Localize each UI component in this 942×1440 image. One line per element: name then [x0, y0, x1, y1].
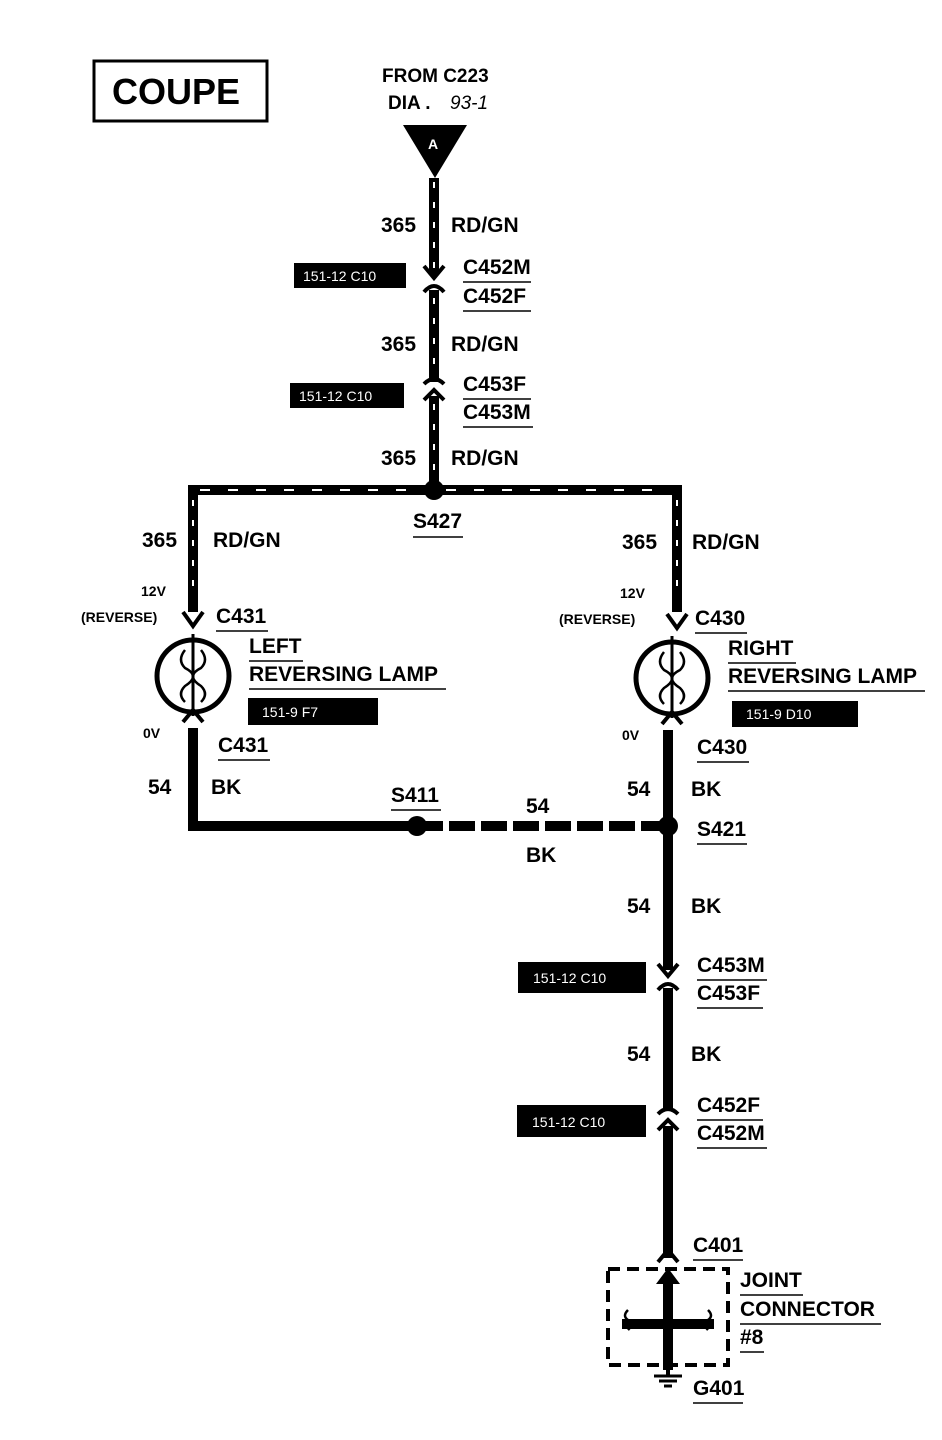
wire-color-rdgn-b: RD/GN [451, 333, 519, 356]
location-tag-c453-top-text: 151-12 C10 [299, 388, 372, 404]
location-tag-c452-bottom [517, 1105, 646, 1137]
location-tag-right-lamp [732, 701, 858, 727]
ground-label-g401: G401 [693, 1377, 745, 1400]
connector-label-c452f-top: C452F [463, 285, 526, 308]
location-tag-c453-bottom-text: 151-12 C10 [533, 970, 606, 986]
wire-color-rdgn-left: RD/GN [213, 529, 281, 552]
connector-label-c452m-top: C452M [463, 256, 531, 279]
location-tag-c453-top [290, 383, 404, 408]
joint-connector-8 [606, 1267, 730, 1370]
connector-c453-top [422, 377, 446, 402]
connector-c452-bottom [656, 1107, 680, 1132]
wire-number-365-a: 365 [381, 214, 416, 237]
splice-label-s411: S411 [391, 784, 439, 807]
title-box [92, 59, 269, 123]
connector-c452-top [422, 264, 446, 294]
offpage-connector-letter: A [428, 136, 438, 152]
offpage-connector-triangle [403, 125, 467, 178]
connector-label-c453m-bottom: C453M [697, 954, 765, 977]
voltage-reverse-left: (REVERSE) [81, 609, 157, 625]
wire-number-365-right: 365 [622, 531, 657, 554]
voltage-12v-left: 12V [141, 583, 167, 599]
source-line2-ref: 93-1 [450, 93, 488, 114]
source-line1: FROM C223 [382, 66, 489, 87]
connector-label-c453m-top: C453M [463, 401, 531, 424]
wire-number-54-cross: 54 [526, 795, 550, 818]
wire-color-rdgn-right: RD/GN [692, 531, 760, 554]
wire-color-bk-right-a: BK [691, 778, 721, 801]
location-tag-left-lamp-text: 151-9 F7 [262, 704, 318, 720]
voltage-reverse-right: (REVERSE) [559, 611, 635, 627]
wire-number-54-right-a: 54 [627, 778, 651, 801]
source-line2-prefix: DIA . [388, 93, 431, 114]
wire-color-rdgn-a: RD/GN [451, 214, 519, 237]
location-tag-right-lamp-text: 151-9 D10 [746, 706, 812, 722]
connector-c453-bottom [656, 962, 680, 992]
voltage-12v-right: 12V [620, 585, 646, 601]
wire-color-bk-right-c: BK [691, 1043, 721, 1066]
location-tag-c453-bottom [518, 962, 646, 993]
wire-54-left [188, 728, 417, 831]
wire-color-bk-cross: BK [526, 844, 556, 867]
connector-label-c431-bottom: C431 [218, 734, 269, 757]
ground-icon [654, 1368, 682, 1388]
left-lamp-label-line2: REVERSING LAMP [249, 663, 438, 686]
connector-label-c452m-bottom: C452M [697, 1122, 765, 1145]
location-tag-c452-bottom-text: 151-12 C10 [532, 1114, 605, 1130]
wire-color-bk-left: BK [211, 776, 241, 799]
connector-c401-symbol [656, 1246, 680, 1264]
splice-s421-dot [658, 816, 678, 836]
right-lamp-label-line2: REVERSING LAMP [728, 665, 917, 688]
wire-number-365-b: 365 [381, 333, 416, 356]
connector-label-c430-bottom: C430 [697, 736, 747, 759]
joint-label-line1: JOINT [740, 1269, 802, 1292]
voltage-0v-left: 0V [143, 725, 161, 741]
connector-label-c401: C401 [693, 1234, 744, 1257]
splice-s427-dot [424, 480, 444, 500]
wire-color-bk-right-b: BK [691, 895, 721, 918]
connector-label-c452f-bottom: C452F [697, 1094, 760, 1117]
connector-label-c453f-bottom: C453F [697, 982, 760, 1005]
splice-label-s421: S421 [697, 818, 746, 841]
wire-number-54-right-c: 54 [627, 1043, 651, 1066]
right-lamp-label-line1: RIGHT [728, 637, 794, 660]
connector-label-c431-top: C431 [216, 605, 267, 628]
splice-label-s427: S427 [413, 510, 462, 533]
left-reversing-lamp [154, 610, 232, 724]
connector-label-c453f-top: C453F [463, 373, 526, 396]
wire-number-54-right-b: 54 [627, 895, 651, 918]
wire-number-54-left: 54 [148, 776, 172, 799]
wire-color-rdgn-c: RD/GN [451, 447, 519, 470]
joint-label-line2: CONNECTOR [740, 1298, 875, 1321]
left-lamp-label-line1: LEFT [249, 635, 302, 658]
splice-s411-dot [407, 816, 427, 836]
location-tag-left-lamp [248, 698, 378, 725]
connector-label-c430-top: C430 [695, 607, 745, 630]
voltage-0v-right: 0V [622, 727, 640, 743]
title-label: COUPE [112, 71, 240, 112]
location-tag-c452-top [294, 263, 406, 288]
joint-label-line3: #8 [740, 1326, 764, 1349]
location-tag-c452-top-text: 151-12 C10 [303, 268, 376, 284]
wire-number-365-left: 365 [142, 529, 177, 552]
wire-number-365-c: 365 [381, 447, 416, 470]
right-reversing-lamp [633, 612, 711, 726]
